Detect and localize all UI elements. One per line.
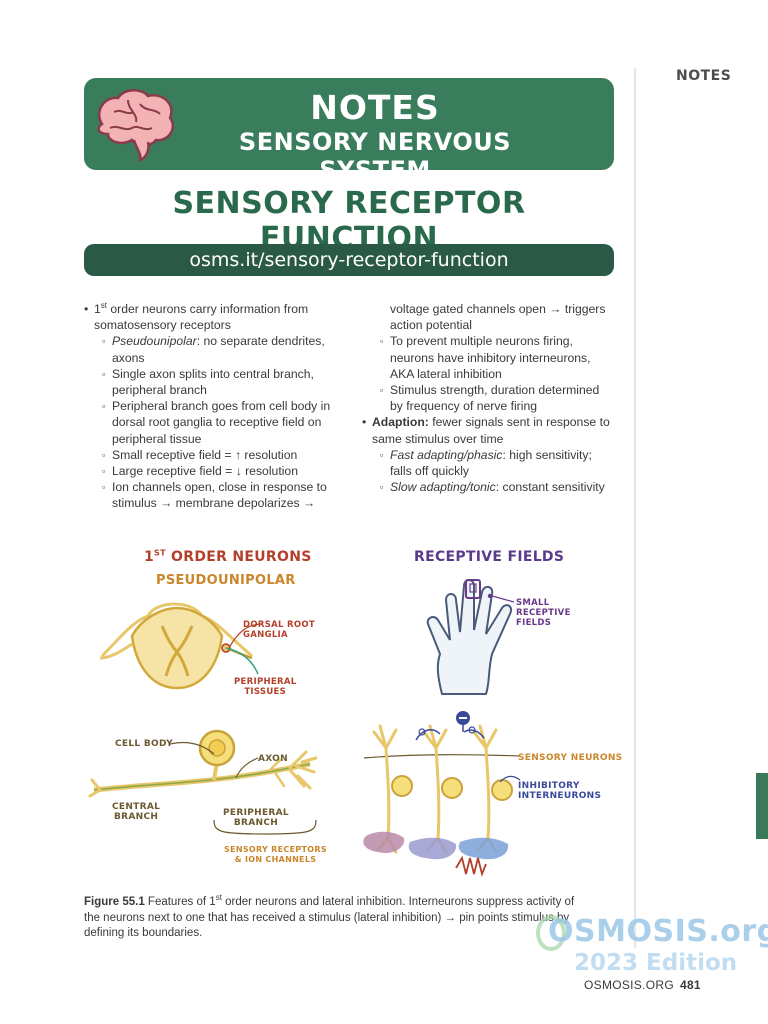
sub-list-item: ▫To prevent multiple neurons firing, xyxy=(380,334,573,349)
sub-list-item-continued: stimulus → membrane depolarizes → xyxy=(112,496,316,511)
label-cell-body: CELL BODY xyxy=(115,739,173,749)
sub-list-item-continued: peripheral tissue xyxy=(112,431,202,446)
sub-list-item-continued: by frequency of nerve firing xyxy=(390,399,538,414)
figure-caption: Figure 55.1 Features of 1st order neuron… xyxy=(84,893,575,939)
sub-list-item-continued: voltage gated channels open → triggers xyxy=(390,302,606,316)
label-axon: AXON xyxy=(258,754,288,764)
lateral-inhibition-illustration xyxy=(363,711,521,877)
footer-site: OSMOSIS.ORG xyxy=(584,978,674,992)
hand-receptive-fields-illustration xyxy=(426,579,515,695)
sub-list-item: ▫Pseudounipolar: no separate dendrites, xyxy=(102,334,325,349)
axon-pointer xyxy=(235,757,259,779)
sub-list-item: ▫Stimulus strength, duration determined xyxy=(380,383,600,398)
sub-list-item-continued: axons xyxy=(112,350,145,365)
sub-list-item: ▫Slow adapting/tonic: constant sensitivi… xyxy=(380,480,605,495)
osmosis-logo-ring xyxy=(536,915,566,951)
spinal-cord-illustration xyxy=(99,602,259,690)
sub-list-item-continued: dorsal root ganglia to receptive field o… xyxy=(112,415,322,430)
url-banner xyxy=(84,244,614,276)
dorsal-root-pointer xyxy=(228,623,264,649)
page-number: 481 xyxy=(679,978,701,992)
sub-list-item: ▫Single axon splits into central branch, xyxy=(102,366,314,381)
brain-icon xyxy=(97,89,175,162)
figure-left-heading: 1ST ORDER NEURONS xyxy=(144,548,312,565)
figure-right-heading: RECEPTIVE FIELDS xyxy=(414,549,565,565)
topic-link[interactable]: osms.it/sensory-receptor-function xyxy=(189,249,509,271)
figure-left-subheading: PSEUDOUNIPOLAR xyxy=(156,573,296,588)
list-item-continued: somatosensory receptors xyxy=(94,318,231,333)
notes-right-column: voltage gated channels open → triggers a… xyxy=(362,301,622,495)
sub-list-item: ▫Peripheral branch goes from cell body i… xyxy=(102,399,331,414)
label-sensory-neurons: SENSORY NEURONS xyxy=(518,753,623,763)
watermark-edition: 2023 Edition xyxy=(574,950,738,976)
header-title: NOTES xyxy=(310,88,440,127)
notes-margin-label: NOTES xyxy=(676,68,732,84)
sub-list-item: ▫Small receptive field = ↑ resolution xyxy=(102,447,298,462)
list-item: •1st order neurons carry information fro… xyxy=(84,300,309,316)
cell-body-pointer xyxy=(169,741,215,755)
sub-list-item-continued: neurons have inhibitory interneurons, xyxy=(390,350,591,365)
notes-left-column: •1st order neurons carry information fro… xyxy=(84,301,354,512)
watermark-brand: OSMOSIS.org xyxy=(548,914,768,949)
list-item: •Adaption: fewer signals sent in respons… xyxy=(362,415,610,430)
chapter-tab xyxy=(756,773,768,839)
sub-list-item: ▫Ion channels open, close in response to xyxy=(102,480,327,495)
list-item-continued: same stimulus over time xyxy=(372,431,504,446)
page-footer: OSMOSIS.ORG 481 xyxy=(584,978,701,992)
header-subtitle: SENSORY NERVOUS SYSTEM xyxy=(238,128,512,184)
sub-list-item: ▫Large receptive field = ↓ resolution xyxy=(102,464,298,479)
sub-list-item: ▫Fast adapting/phasic: high sensitivity; xyxy=(380,447,592,462)
sub-list-item-continued: peripheral branch xyxy=(112,383,207,398)
pseudounipolar-neuron-illustration xyxy=(88,729,318,798)
sensory-receptors-bracket xyxy=(213,819,317,835)
sub-list-item-continued: falls off quickly xyxy=(390,464,470,479)
label-sensory-receptors: SENSORY RECEPTORS& ION CHANNELS xyxy=(224,845,327,864)
inhibitory-interneurons-pointer xyxy=(499,775,521,783)
sub-list-item-continued: AKA lateral inhibition xyxy=(390,366,502,381)
sub-list-item-continued: action potential xyxy=(390,318,472,333)
notes-margin-rule xyxy=(634,68,636,948)
